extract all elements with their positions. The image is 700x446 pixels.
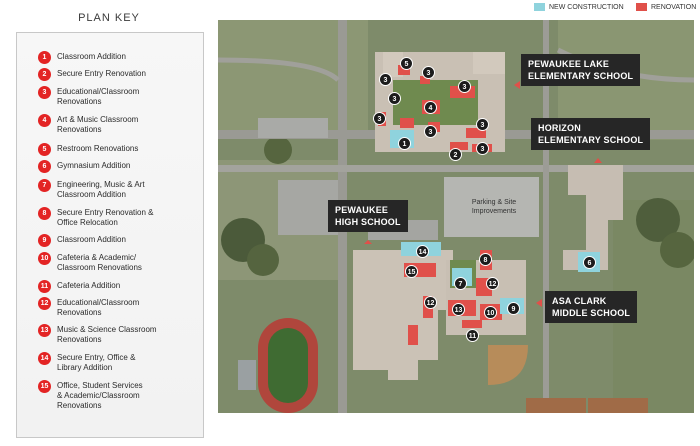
- project-marker-3: 3: [373, 112, 386, 125]
- parking-site-improvements-label: Parking & Site Improvements: [454, 198, 534, 216]
- key-number-badge: 13: [38, 324, 51, 337]
- callout-line: ASA CLARK: [552, 296, 607, 306]
- key-item-label: Gymnasium Addition: [57, 161, 131, 170]
- key-item-2: 2 Secure Entry Renovation: [38, 68, 208, 81]
- key-item-label: Office, Student Services & Academic/Clas…: [57, 381, 143, 410]
- project-marker-8: 8: [479, 253, 492, 266]
- key-item-label: Secure Entry Renovation: [57, 69, 146, 78]
- key-number-badge: 3: [38, 86, 51, 99]
- project-marker-11: 11: [466, 329, 479, 342]
- key-item-4: 4 Art & Music Classroom Renovations: [38, 114, 158, 135]
- campus-aerial-map: PEWAUKEE LAKE ELEMENTARY SCHOOL HORIZON …: [218, 20, 694, 413]
- key-item-label: Classroom Addition: [57, 235, 126, 244]
- key-item-1: 1 Classroom Addition: [38, 51, 208, 64]
- key-item-label: Engineering, Music & Art Classroom Addit…: [57, 180, 145, 199]
- project-marker-3: 3: [388, 92, 401, 105]
- project-marker-3: 3: [424, 125, 437, 138]
- project-marker-12: 12: [486, 277, 499, 290]
- legend-new-construction: NEW CONSTRUCTION: [534, 3, 624, 11]
- key-number-badge: 8: [38, 207, 51, 220]
- callout-line: PEWAUKEE: [335, 205, 389, 215]
- project-marker-3: 3: [476, 142, 489, 155]
- key-number-badge: 9: [38, 234, 51, 247]
- project-marker-13: 13: [452, 303, 465, 316]
- key-item-12: 12 Educational/Classroom Renovations: [38, 297, 148, 318]
- key-item-label: Music & Science Classroom Renovations: [57, 325, 157, 344]
- key-number-badge: 2: [38, 68, 51, 81]
- key-item-label: Classroom Addition: [57, 52, 126, 61]
- key-item-label: Art & Music Classroom Renovations: [57, 115, 139, 134]
- project-marker-12: 12: [424, 296, 437, 309]
- plan-key-panel: PLAN KEY 1 Classroom Addition 2 Secure E…: [0, 0, 218, 446]
- key-number-badge: 6: [38, 160, 51, 173]
- key-item-label: Cafeteria & Academic/ Classroom Renovati…: [57, 253, 142, 272]
- key-number-badge: 7: [38, 179, 51, 192]
- callout-line: HORIZON: [538, 123, 581, 133]
- key-item-label: Restroom Renovations: [57, 144, 139, 153]
- key-item-15: 15 Office, Student Services & Academic/C…: [38, 380, 148, 411]
- callout-line: ELEMENTARY SCHOOL: [528, 71, 634, 81]
- key-number-badge: 10: [38, 252, 51, 265]
- key-item-6: 6 Gymnasium Addition: [38, 160, 208, 173]
- project-marker-14: 14: [416, 245, 429, 258]
- key-item-label: Educational/Classroom Renovations: [57, 87, 140, 106]
- key-item-label: Educational/Classroom Renovations: [57, 298, 140, 317]
- project-marker-7: 7: [454, 277, 467, 290]
- legend-new-construction-label: NEW CONSTRUCTION: [549, 3, 624, 11]
- callout-pewaukee-high-school: PEWAUKEE HIGH SCHOOL: [328, 200, 408, 232]
- key-number-badge: 4: [38, 114, 51, 127]
- callout-pewaukee-lake-elementary: PEWAUKEE LAKE ELEMENTARY SCHOOL: [521, 54, 641, 86]
- callout-horizon-elementary: HORIZON ELEMENTARY SCHOOL: [531, 118, 651, 150]
- legend-renovation: RENOVATION: [636, 3, 696, 11]
- project-marker-15: 15: [405, 265, 418, 278]
- key-item-13: 13 Music & Science Classroom Renovations: [38, 324, 163, 345]
- project-marker-4: 4: [424, 101, 437, 114]
- key-item-3: 3 Educational/Classroom Renovations: [38, 86, 148, 107]
- renovation-swatch: [636, 3, 647, 11]
- project-marker-2: 2: [449, 148, 462, 161]
- legend-renovation-label: RENOVATION: [651, 3, 697, 11]
- callout-line: PEWAUKEE LAKE: [528, 59, 610, 69]
- key-item-11: 11 Cafeteria Addition: [38, 280, 208, 293]
- callout-line: MIDDLE SCHOOL: [552, 308, 631, 318]
- callout-line: HIGH SCHOOL: [335, 217, 401, 227]
- project-marker-3: 3: [476, 118, 489, 131]
- callout-asa-clark-middle-school: ASA CLARK MIDDLE SCHOOL: [545, 291, 638, 323]
- key-item-14: 14 Secure Entry, Office & Library Additi…: [38, 352, 138, 373]
- project-marker-6: 6: [583, 256, 596, 269]
- key-item-label: Secure Entry, Office & Library Addition: [57, 353, 136, 372]
- key-item-label: Cafeteria Addition: [57, 281, 121, 290]
- key-number-badge: 15: [38, 380, 51, 393]
- key-number-badge: 14: [38, 352, 51, 365]
- project-marker-10: 10: [484, 306, 497, 319]
- parking-label-line: Improvements: [471, 208, 517, 215]
- new-construction-swatch: [534, 3, 545, 11]
- key-item-10: 10 Cafeteria & Academic/ Classroom Renov…: [38, 252, 153, 273]
- key-item-8: 8 Secure Entry Renovation & Office Reloc…: [38, 207, 158, 228]
- project-marker-3: 3: [458, 80, 471, 93]
- key-item-7: 7 Engineering, Music & Art Classroom Add…: [38, 179, 163, 200]
- key-number-badge: 11: [38, 280, 51, 293]
- project-marker-5: 5: [400, 57, 413, 70]
- key-number-badge: 12: [38, 297, 51, 310]
- key-item-label: Secure Entry Renovation & Office Relocat…: [57, 208, 154, 227]
- callout-line: ELEMENTARY SCHOOL: [538, 135, 644, 145]
- project-marker-1: 1: [398, 137, 411, 150]
- key-item-5: 5 Restroom Renovations: [38, 143, 208, 156]
- project-marker-3: 3: [379, 73, 392, 86]
- key-number-badge: 5: [38, 143, 51, 156]
- key-item-9: 9 Classroom Addition: [38, 234, 208, 247]
- parking-label-line: Parking & Site: [471, 199, 517, 206]
- project-marker-9: 9: [507, 302, 520, 315]
- plan-key-title: PLAN KEY: [78, 12, 140, 24]
- project-marker-3: 3: [422, 66, 435, 79]
- key-number-badge: 1: [38, 51, 51, 64]
